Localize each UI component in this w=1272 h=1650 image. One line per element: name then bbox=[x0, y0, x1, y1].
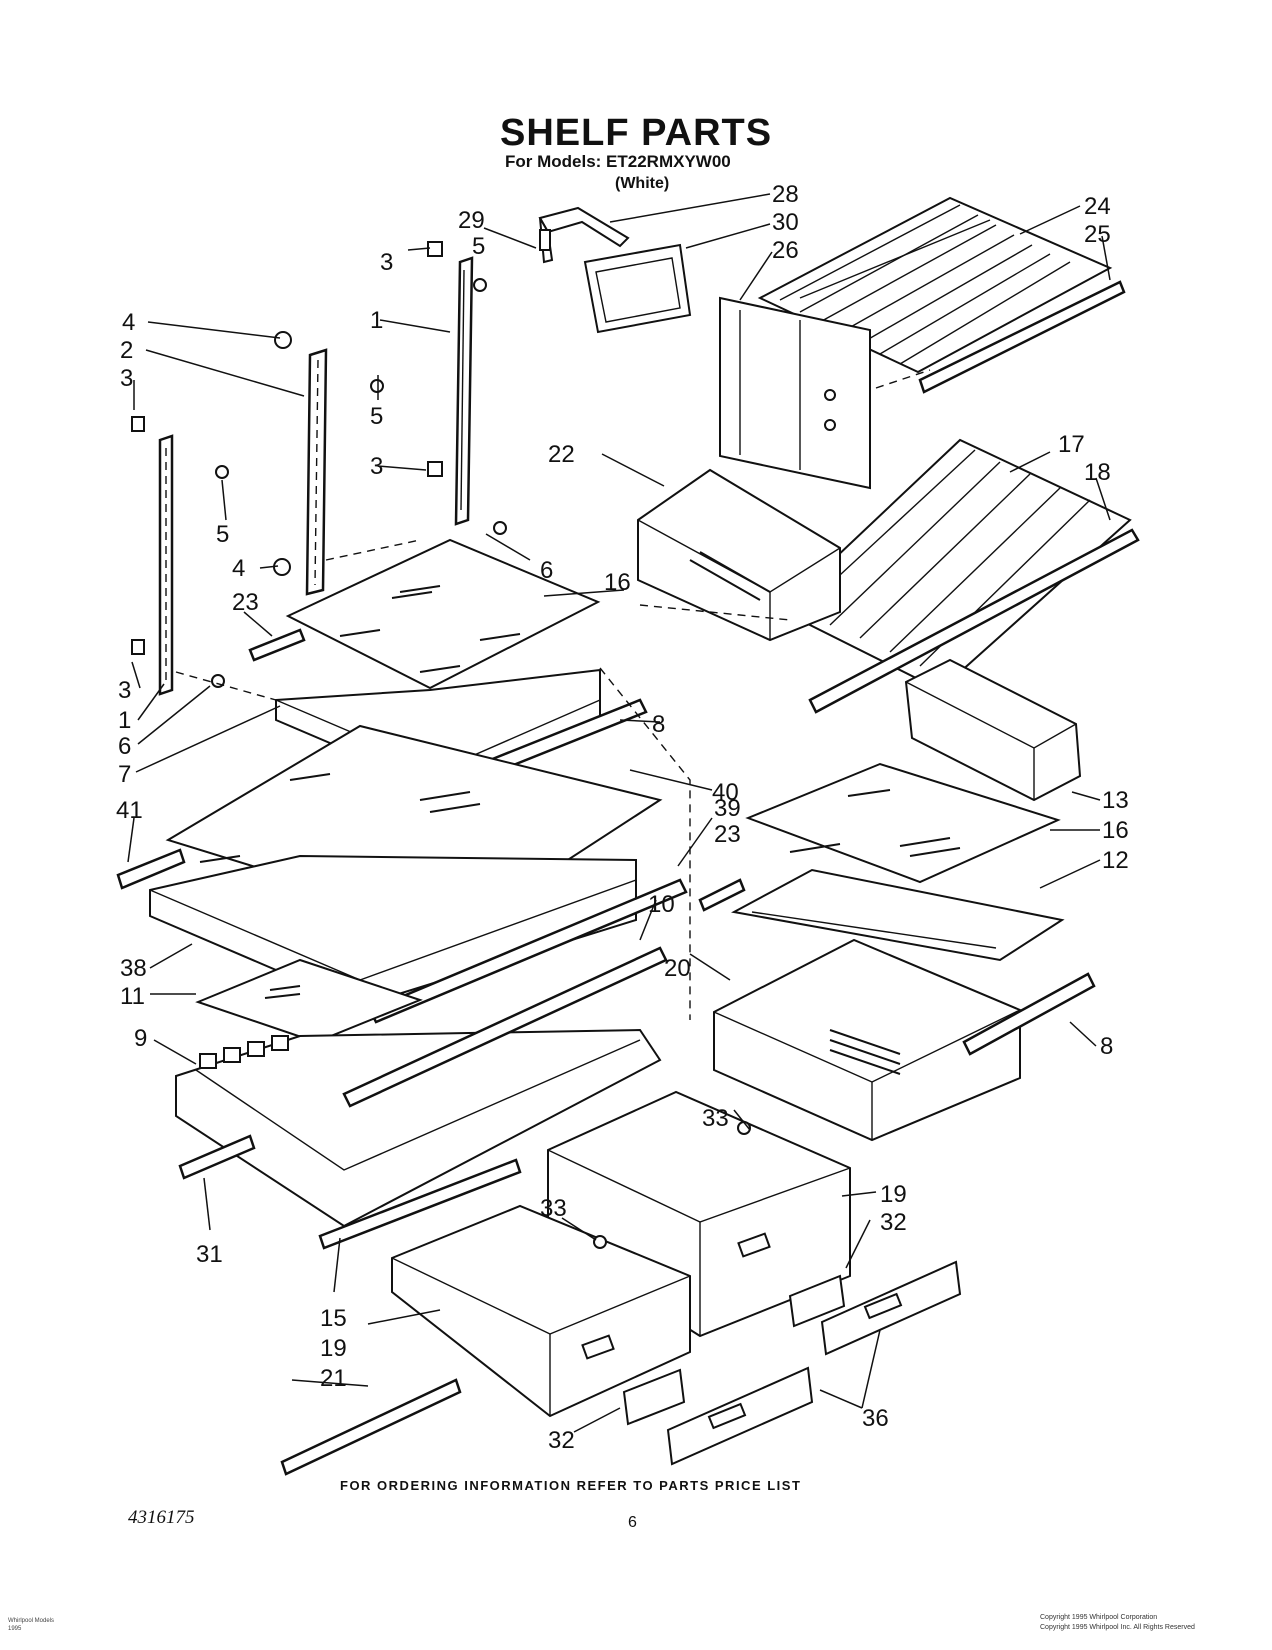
wire-shelf-17 bbox=[778, 438, 1140, 714]
page-number: 6 bbox=[628, 1514, 637, 1531]
callout-33: 33 bbox=[702, 1105, 729, 1132]
model-color: (White) bbox=[615, 175, 670, 192]
callout-32: 32 bbox=[548, 1427, 575, 1454]
callout-29: 29 bbox=[458, 207, 485, 234]
drawer-label-32-upper bbox=[788, 1274, 846, 1328]
callout-39: 39 bbox=[714, 795, 741, 822]
callout-38: 38 bbox=[120, 955, 147, 982]
callout-25: 25 bbox=[1084, 221, 1111, 248]
callout-21: 21 bbox=[320, 1365, 347, 1392]
glass-shelf-16-right bbox=[745, 762, 1061, 884]
rail-clips bbox=[131, 241, 507, 688]
callout-5: 5 bbox=[472, 233, 485, 260]
trim-rail-41 bbox=[116, 848, 186, 890]
callout-23: 23 bbox=[714, 821, 741, 848]
callout-26: 26 bbox=[772, 237, 799, 264]
shelf-ladder-rail-1 bbox=[454, 256, 474, 526]
copyright-line-1: Copyright 1995 Whirlpool Corporation bbox=[1040, 1614, 1158, 1621]
screw-29 bbox=[539, 229, 551, 251]
callout-16: 16 bbox=[1102, 817, 1129, 844]
callout-4: 4 bbox=[232, 555, 245, 582]
callout-6: 6 bbox=[540, 557, 553, 584]
crisper-pan-20 bbox=[713, 938, 1021, 1142]
callout-6: 6 bbox=[118, 733, 131, 760]
callout-19: 19 bbox=[320, 1335, 347, 1362]
shelf-trim-23-right bbox=[698, 878, 746, 912]
trim-rail-10 bbox=[342, 946, 668, 1108]
callout-41: 41 bbox=[116, 797, 143, 824]
callout-7: 7 bbox=[118, 761, 131, 788]
callout-3: 3 bbox=[120, 365, 133, 392]
model-number: For Models: ET22RMXYW00 bbox=[505, 152, 731, 171]
crisper-cover-11 bbox=[195, 958, 423, 1044]
callout-16: 16 bbox=[604, 569, 631, 596]
callout-1: 1 bbox=[370, 307, 383, 334]
callout-5: 5 bbox=[216, 521, 229, 548]
shelf-bracket-28 bbox=[538, 206, 630, 264]
assembly-guide-lines bbox=[175, 369, 931, 1020]
callout-4: 4 bbox=[122, 309, 135, 336]
margin-note-1: Whirlpool Models bbox=[8, 1618, 55, 1624]
callout-3: 3 bbox=[380, 249, 393, 276]
drawer-label-32-lower bbox=[622, 1368, 686, 1426]
callout-18: 18 bbox=[1084, 459, 1111, 486]
copyright-line-2: Copyright 1995 Whirlpool Inc. All Rights… bbox=[1040, 1624, 1195, 1631]
shelf-ladder-rail-3 bbox=[158, 434, 174, 696]
callout-19: 19 bbox=[880, 1181, 907, 1208]
diagram-title: SHELF PARTS bbox=[500, 112, 773, 154]
callout-36: 36 bbox=[862, 1405, 889, 1432]
callout-13: 13 bbox=[1102, 787, 1129, 814]
shelf-trim-30 bbox=[583, 243, 692, 334]
document-number: 4316175 bbox=[128, 1507, 195, 1528]
shelf-frame-26 bbox=[719, 296, 871, 490]
callout-23: 23 bbox=[232, 589, 259, 616]
callout-3: 3 bbox=[370, 453, 383, 480]
callout-10: 10 bbox=[648, 891, 675, 918]
shelf-frame-12 bbox=[731, 868, 1065, 962]
callout-8: 8 bbox=[1100, 1033, 1113, 1060]
crisper-frame-9 bbox=[175, 1028, 662, 1228]
callout-15: 15 bbox=[320, 1305, 347, 1332]
callout-labels: 28 30 26 29 5 3 1 4 2 3 5 3 5 4 6 23 16 … bbox=[116, 181, 1129, 1454]
callout-20: 20 bbox=[664, 955, 691, 982]
glass-shelf-16-upper bbox=[285, 538, 601, 690]
shelf-trim-23-upper bbox=[248, 628, 306, 662]
callout-28: 28 bbox=[772, 181, 799, 208]
callout-9: 9 bbox=[134, 1025, 147, 1052]
callout-2: 2 bbox=[120, 337, 133, 364]
drawer-rail-21 bbox=[280, 1378, 462, 1476]
drawer-trim-36-lower bbox=[666, 1366, 814, 1466]
callout-12: 12 bbox=[1102, 847, 1129, 874]
callout-5: 5 bbox=[370, 403, 383, 430]
shelf-ladder-rail-2 bbox=[305, 348, 328, 596]
trim-rail-8-right bbox=[962, 972, 1096, 1056]
callout-32: 32 bbox=[880, 1209, 907, 1236]
drawer-trim-36-upper bbox=[820, 1260, 962, 1356]
margin-note-2: 1995 bbox=[8, 1626, 22, 1632]
callout-3: 3 bbox=[118, 677, 131, 704]
callout-24: 24 bbox=[1084, 193, 1111, 220]
callout-22: 22 bbox=[548, 441, 575, 468]
callout-11: 11 bbox=[120, 983, 145, 1010]
callout-33: 33 bbox=[540, 1195, 567, 1222]
callout-8: 8 bbox=[652, 711, 665, 738]
callout-1: 1 bbox=[118, 707, 131, 734]
callout-40: 40 bbox=[712, 779, 739, 806]
dairy-pan-13 bbox=[904, 658, 1082, 802]
rail-15 bbox=[318, 1158, 522, 1250]
crisper-drawer-19-front bbox=[391, 1204, 691, 1418]
callout-30: 30 bbox=[772, 209, 799, 236]
rail-31 bbox=[178, 1134, 256, 1180]
meat-pan-22 bbox=[637, 468, 841, 642]
leader-lines bbox=[127, 193, 1111, 1433]
ordering-note: FOR ORDERING INFORMATION REFER TO PARTS … bbox=[340, 1478, 802, 1493]
callout-17: 17 bbox=[1058, 431, 1085, 458]
callout-31: 31 bbox=[196, 1241, 223, 1268]
